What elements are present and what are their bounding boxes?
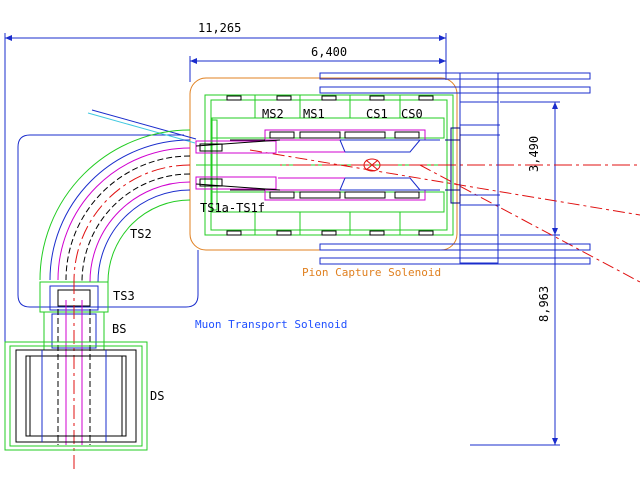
proton-beam-line	[249, 149, 640, 216]
label-cs1: CS1	[366, 107, 388, 121]
capture-width-label: 6,400	[311, 45, 347, 59]
dimension-capture-width: 6,400	[189, 45, 446, 82]
ts1-section	[195, 139, 281, 191]
ds-section	[4, 341, 148, 451]
bore-height-label: 3,490	[527, 136, 541, 172]
label-cs0: CS0	[401, 107, 423, 121]
label-ts3: TS3	[113, 289, 135, 303]
label-ms2: MS2	[262, 107, 284, 121]
dimension-overall-width: 11,265	[4, 21, 447, 345]
label-ms1: MS1	[303, 107, 325, 121]
capture-coils	[230, 129, 440, 201]
muon-transport-envelope	[17, 134, 199, 308]
pion-capture-envelope	[189, 77, 458, 251]
caption-muon-transport: Muon Transport Solenoid	[195, 318, 347, 331]
overall-width-label: 11,265	[198, 21, 241, 35]
caption-pion-capture: Pion Capture Solenoid	[302, 266, 441, 279]
extraction-line-a	[87, 112, 196, 144]
overall-height-label: 8,963	[537, 286, 551, 322]
end-flange-frame	[319, 72, 591, 265]
label-ds: DS	[150, 389, 164, 403]
label-ts2: TS2	[130, 227, 152, 241]
dimension-bore-height: 3,490	[500, 101, 560, 236]
extraction-line-b	[91, 109, 197, 140]
slot-markers	[226, 95, 434, 236]
label-ts1: TS1a-TS1f	[200, 201, 265, 215]
beam-window	[445, 127, 461, 204]
proton-beam-line-2	[419, 164, 640, 283]
ts2-curved-section	[39, 129, 191, 283]
dimension-overall-height: 8,963	[470, 235, 560, 446]
label-bs: BS	[112, 322, 126, 336]
